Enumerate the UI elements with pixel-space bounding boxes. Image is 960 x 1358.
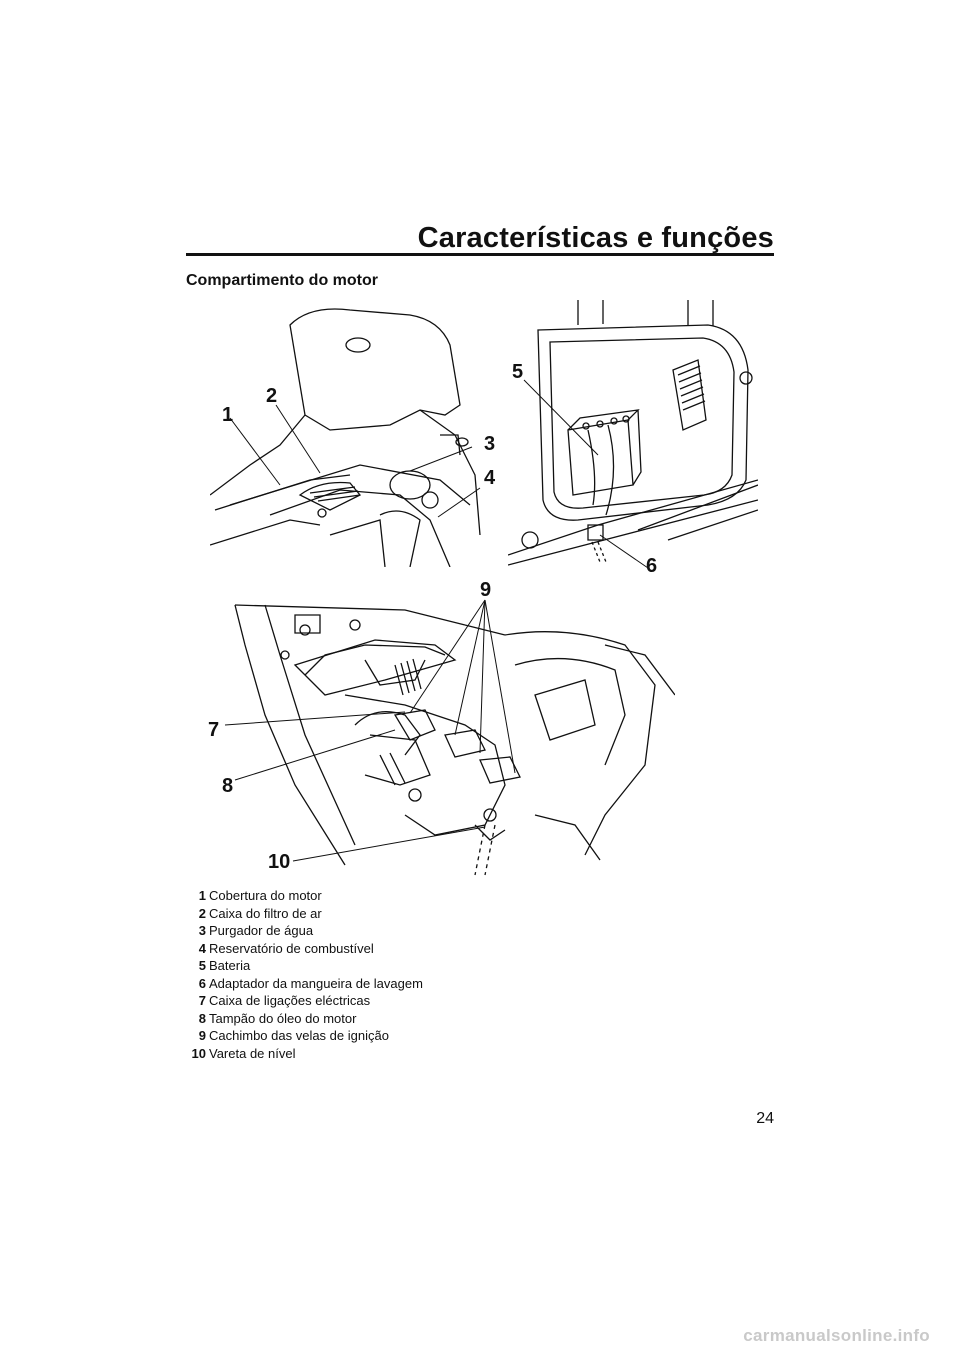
callout-3: 3 <box>484 433 496 455</box>
figure-engine-cover <box>210 305 485 567</box>
callout-5: 5 <box>512 361 524 383</box>
callout-1: 1 <box>222 404 234 426</box>
section-title: Compartimento do motor <box>186 272 378 289</box>
callout-6: 6 <box>646 555 658 577</box>
page-title: Características e funções <box>417 222 774 254</box>
callout-10: 10 <box>268 851 291 873</box>
header-rule <box>186 253 774 256</box>
page-number: 24 <box>756 1110 774 1127</box>
callout-4: 4 <box>484 467 496 489</box>
callout-2: 2 <box>266 385 278 407</box>
callout-7: 7 <box>208 719 220 741</box>
callout-8: 8 <box>222 775 234 797</box>
watermark: carmanualsonline.info <box>743 1326 930 1345</box>
figure-engine-compartment <box>205 585 675 880</box>
figure-battery <box>508 300 758 575</box>
callout-9: 9 <box>480 579 492 601</box>
